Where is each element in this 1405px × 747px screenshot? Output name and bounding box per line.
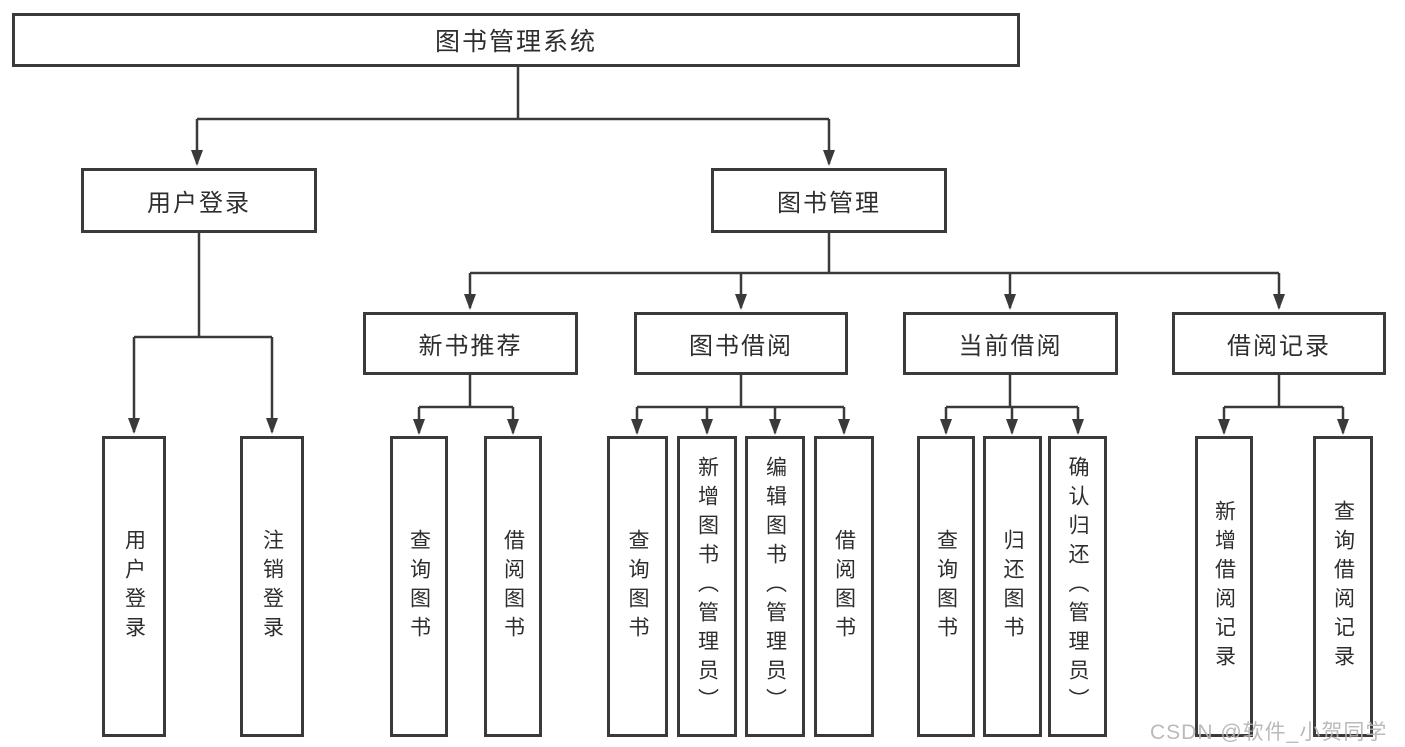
connector-borrow-record-branch (1218, 375, 1349, 435)
leaf-query-borrow-record: 查询借阅记录 (1313, 436, 1373, 737)
leaf-add-borrow-record: 新增借阅记录 (1195, 436, 1253, 737)
leaf-user-login: 用户登录 (102, 436, 166, 737)
leaf-borrow-books-recommend-label: 借阅图书 (501, 528, 525, 645)
leaf-query-books-borrow-label: 查询图书 (626, 528, 649, 645)
leaf-user-login-label: 用户登录 (122, 528, 146, 645)
leaf-add-borrow-record-label: 新增借阅记录 (1212, 499, 1236, 674)
leaf-query-books-recommend-label: 查询图书 (407, 528, 431, 645)
leaf-query-borrow-record-label: 查询借阅记录 (1331, 499, 1355, 674)
leaf-query-books-current: 查询图书 (917, 436, 975, 737)
connector-user-login-branch (128, 233, 278, 434)
leaf-borrow-books: 借阅图书 (814, 436, 874, 737)
leaf-add-book-admin: 新增图书（管理员） (677, 436, 737, 737)
leaf-return-book: 归还图书 (983, 436, 1042, 737)
leaf-add-book-admin-label: 新增图书（管理员） (695, 456, 719, 717)
leaf-confirm-return-admin: 确认归还（管理员） (1048, 436, 1107, 737)
node-book-management: 图书管理 (711, 168, 947, 233)
connector-root-to-level2 (191, 66, 835, 166)
leaf-query-books-recommend: 查询图书 (390, 436, 448, 737)
node-book-borrow: 图书借阅 (634, 312, 848, 375)
connector-book-management-branch (464, 233, 1285, 310)
node-new-book-recommend: 新书推荐 (363, 312, 578, 375)
connector-book-borrow-branch (631, 375, 850, 435)
leaf-edit-book-admin: 编辑图书（管理员） (745, 436, 805, 737)
leaf-query-books-borrow: 查询图书 (607, 436, 668, 737)
leaf-logout-label: 注销登录 (260, 528, 284, 645)
node-user-login: 用户登录 (81, 168, 317, 233)
csdn-watermark: CSDN @软件_小贺同学 (1150, 721, 1388, 744)
leaf-borrow-books-recommend: 借阅图书 (484, 436, 542, 737)
connector-current-borrow-branch (940, 375, 1084, 435)
leaf-query-books-current-label: 查询图书 (934, 528, 958, 645)
node-library-system: 图书管理系统 (12, 13, 1020, 67)
leaf-logout: 注销登录 (240, 436, 304, 737)
node-borrow-records: 借阅记录 (1172, 312, 1386, 375)
node-current-borrow: 当前借阅 (903, 312, 1118, 375)
leaf-confirm-return-admin-label: 确认归还（管理员） (1066, 456, 1089, 717)
connector-new-book-branch (413, 375, 519, 435)
leaf-return-book-label: 归还图书 (1001, 528, 1024, 645)
leaf-edit-book-admin-label: 编辑图书（管理员） (763, 456, 787, 717)
leaf-borrow-books-label: 借阅图书 (832, 528, 856, 645)
